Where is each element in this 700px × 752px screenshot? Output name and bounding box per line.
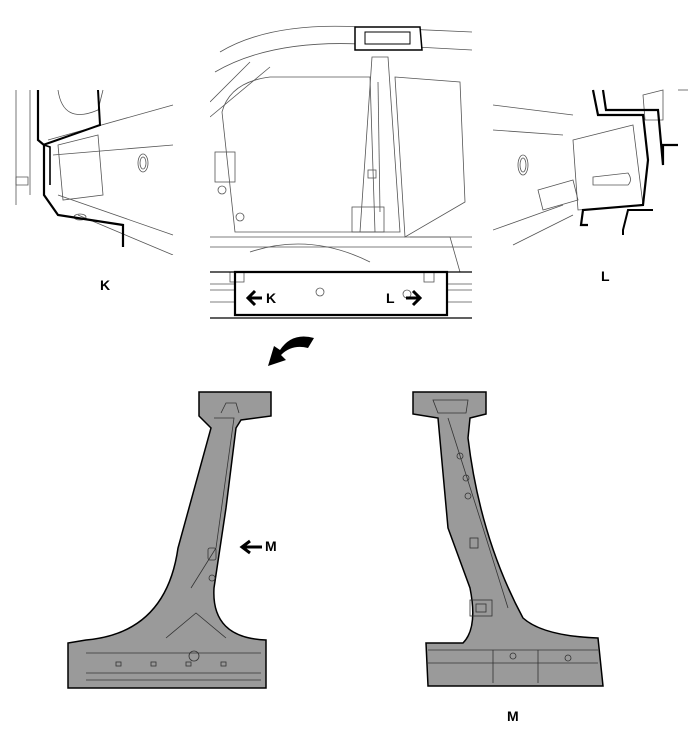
left-arrow-icon	[245, 289, 262, 307]
view-label-k: K	[100, 277, 111, 293]
detail-k-drawing	[15, 89, 174, 255]
overview-drawing	[210, 25, 472, 319]
pillar-inner-drawing	[412, 391, 604, 687]
arrow-label-m: M	[265, 538, 277, 554]
pillar-inner-view: M	[408, 388, 608, 724]
detail-l-drawing	[493, 89, 688, 246]
pillar-outer-drawing	[67, 391, 272, 689]
right-arrow-icon	[406, 289, 423, 307]
detail-view-k: K	[8, 85, 183, 293]
view-label-l: L	[601, 268, 610, 284]
detail-view-l: L	[493, 85, 693, 284]
arrow-label-l: L	[386, 290, 395, 306]
pillar-outer-view: M	[66, 388, 277, 693]
view-label-m: M	[507, 708, 519, 724]
curved-arrow-icon	[268, 336, 314, 366]
overview-view: K L	[210, 22, 472, 322]
arrow-label-k: K	[266, 290, 277, 306]
left-arrow-icon	[239, 539, 262, 555]
curved-arrow	[262, 332, 322, 372]
